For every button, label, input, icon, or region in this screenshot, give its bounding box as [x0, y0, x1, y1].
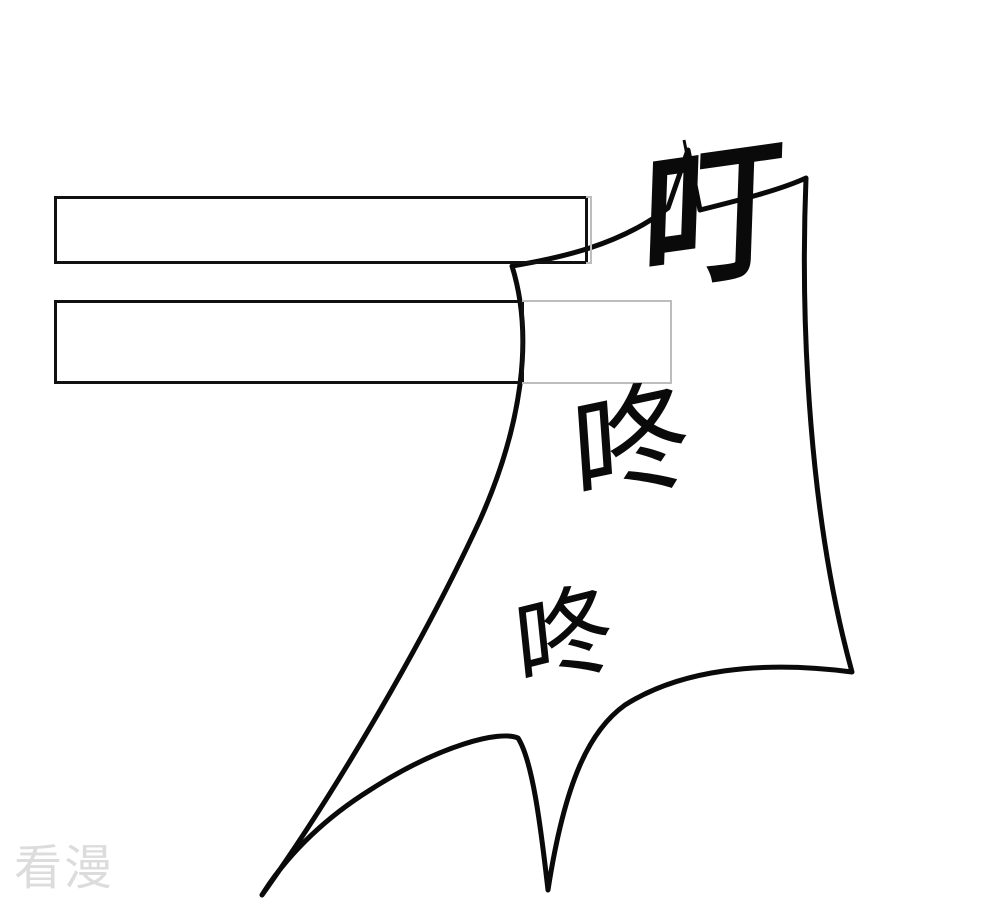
speech-box-bottom: [54, 300, 524, 384]
speech-box-top-ghost-edge: [586, 196, 592, 264]
sound-effect-dong-2: 咚: [509, 566, 619, 709]
speech-tail-outline: [259, 147, 855, 898]
watermark-logo: 看漫: [14, 840, 115, 896]
speech-box-bottom-ghost-edge: [522, 300, 672, 384]
speech-tail-spike: [682, 139, 692, 171]
sound-effect-dong-1: 咚: [567, 362, 695, 528]
speech-box-top: [54, 196, 588, 264]
sound-effect-ding: 叮: [639, 116, 787, 316]
